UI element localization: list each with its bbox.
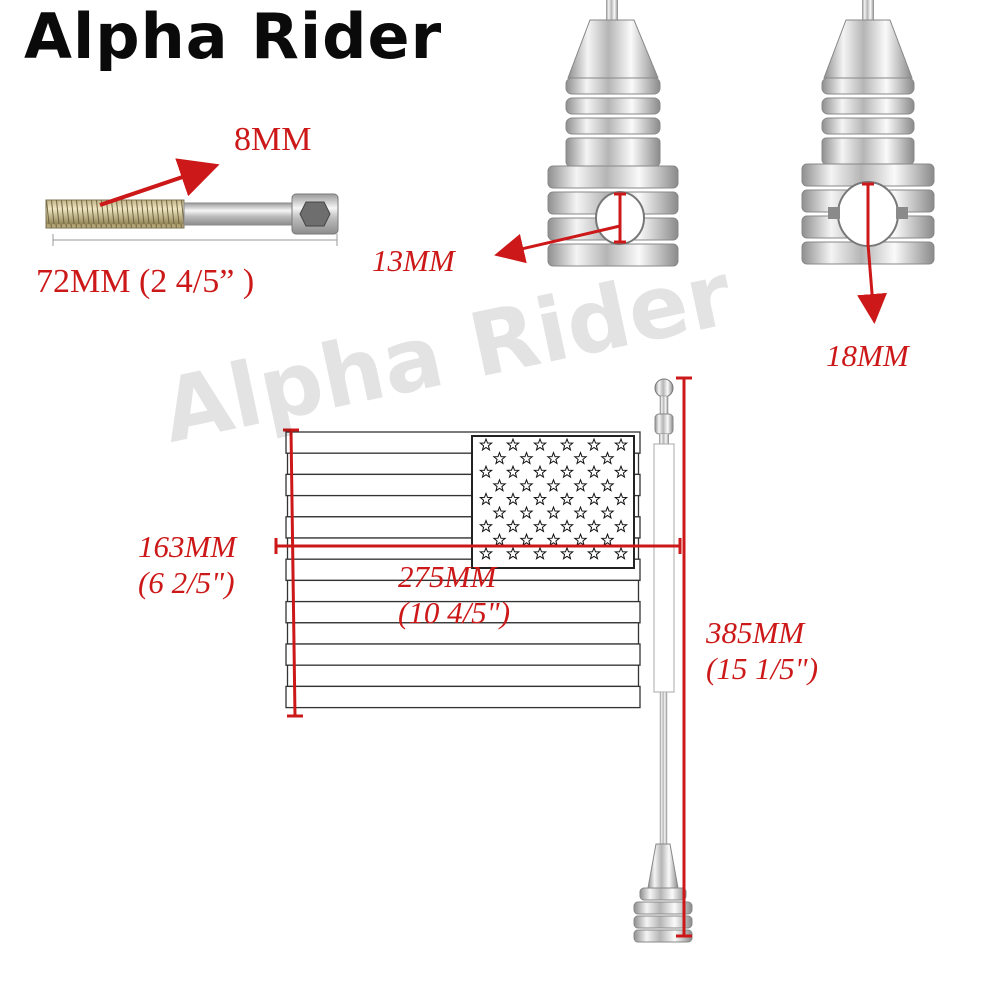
- star-icon: [505, 491, 521, 506]
- star-icon: [505, 546, 521, 560]
- flag-height-mm: 163MM: [138, 529, 237, 564]
- star-icon: [532, 437, 548, 452]
- flag-stripe: [285, 643, 641, 666]
- flag-width-in: (10 4/5"): [398, 594, 511, 630]
- flag-stripe: [285, 685, 641, 709]
- star-icon: [613, 464, 629, 479]
- pole-height-label: 385MM (15 1/5"): [706, 615, 818, 686]
- star-icon: [519, 478, 534, 492]
- star-icon: [492, 532, 507, 547]
- bolt-icon: [45, 158, 339, 246]
- star-icon: [613, 491, 629, 506]
- clamp-mount-icon: [494, 0, 679, 267]
- dimension-lines: [274, 376, 692, 938]
- star-icon: [532, 491, 548, 506]
- star-icon: [586, 546, 602, 560]
- star-icon: [586, 464, 602, 479]
- star-icon: [613, 546, 629, 560]
- pole-icon: [633, 378, 693, 943]
- star-icon: [573, 478, 588, 492]
- star-icon: [600, 478, 615, 492]
- star-icon: [559, 491, 575, 506]
- star-icon: [586, 491, 602, 506]
- star-icon: [505, 437, 521, 452]
- star-icon: [478, 546, 494, 560]
- clamp-large-label: 18MM: [826, 338, 909, 373]
- star-icon: [613, 437, 629, 452]
- star-icon: [559, 546, 575, 560]
- star-icon: [600, 505, 615, 520]
- star-icon: [600, 451, 615, 465]
- star-icon: [546, 451, 561, 465]
- star-field: [478, 437, 629, 560]
- star-icon: [573, 505, 588, 520]
- star-icon: [559, 437, 575, 452]
- flag-width-mm: 275MM: [398, 559, 497, 594]
- flag-height-label: 163MM (6 2/5"): [138, 529, 236, 600]
- pole-height-in: (15 1/5"): [706, 650, 819, 686]
- bolt-length-label: 72MM (2 4/5” ): [36, 263, 255, 300]
- flag-height-in: (6 2/5"): [138, 564, 235, 600]
- star-icon: [492, 478, 507, 492]
- flag-width-label: 275MM (10 4/5"): [398, 559, 510, 630]
- pole-height-mm: 385MM: [706, 615, 805, 650]
- star-icon: [532, 519, 548, 533]
- star-icon: [532, 464, 548, 479]
- star-icon: [546, 505, 561, 520]
- clamp-small-label: 13MM: [372, 243, 455, 278]
- star-icon: [546, 478, 561, 492]
- star-icon: [505, 464, 521, 479]
- flag-icon: [285, 431, 641, 709]
- star-icon: [478, 437, 494, 452]
- star-icon: [586, 437, 602, 452]
- star-icon: [586, 519, 602, 533]
- brand-logo: Alpha Rider: [24, 0, 443, 73]
- star-icon: [519, 451, 534, 465]
- star-icon: [573, 451, 588, 465]
- bolt-diameter-label: 8MM: [234, 121, 312, 158]
- star-icon: [505, 519, 521, 533]
- star-icon: [492, 451, 507, 465]
- star-icon: [492, 505, 507, 520]
- star-icon: [573, 532, 588, 547]
- star-icon: [478, 491, 494, 506]
- star-icon: [559, 519, 575, 533]
- star-icon: [600, 532, 615, 547]
- flag-stripe: [286, 664, 640, 688]
- star-icon: [519, 532, 534, 547]
- clamp-mount-icon: [801, 0, 935, 324]
- star-icon: [546, 532, 561, 547]
- star-icon: [519, 505, 534, 520]
- star-icon: [478, 464, 494, 479]
- star-icon: [613, 519, 629, 533]
- star-icon: [532, 546, 548, 560]
- star-icon: [478, 519, 494, 533]
- star-icon: [559, 464, 575, 479]
